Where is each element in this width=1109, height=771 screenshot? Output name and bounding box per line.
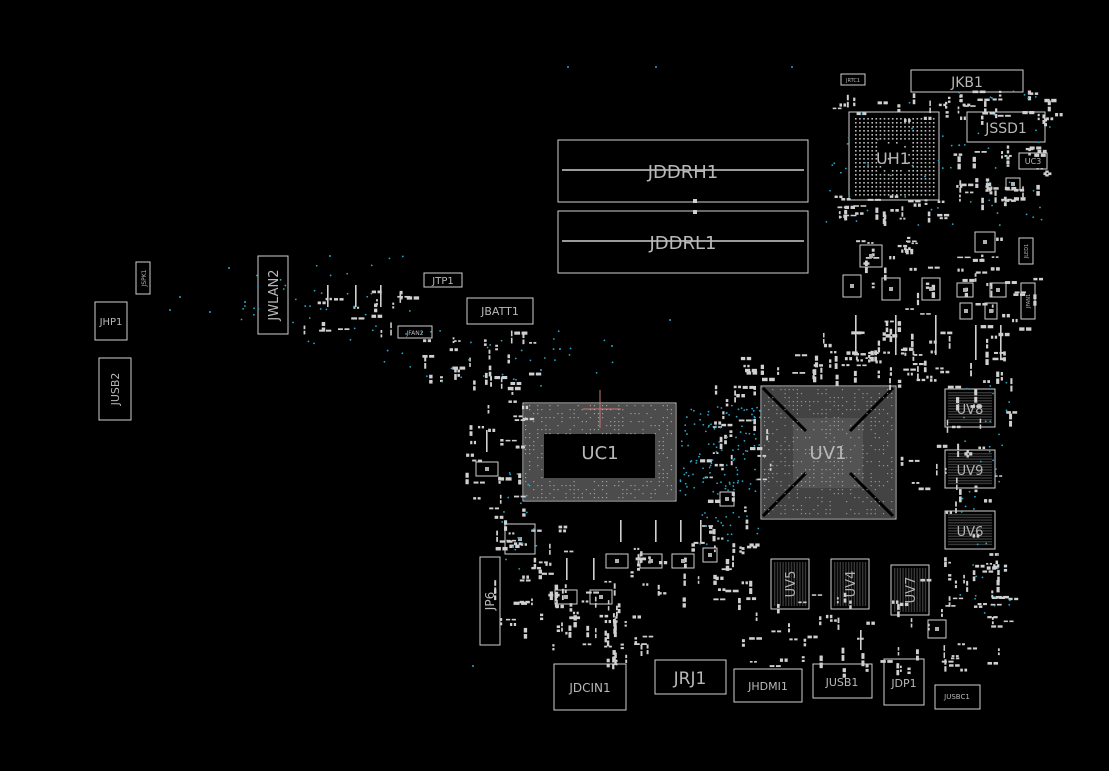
jddrl1-label: JDDRL1 — [648, 233, 716, 254]
uv1-label: UV1 — [810, 443, 847, 464]
jp6-connector[interactable]: JP6 — [479, 556, 501, 646]
jdp1-connector[interactable]: JDP1 — [883, 658, 925, 706]
jrj1-label: JRJ1 — [673, 669, 707, 689]
jusb1-label: JUSB1 — [825, 676, 859, 689]
uv7-label: UV7 — [904, 577, 919, 604]
uv5-label: UV5 — [784, 571, 799, 598]
bga-ball-grids — [525, 118, 992, 612]
jhdmi1-label: JHDMI1 — [747, 680, 788, 693]
jspk1-connector[interactable]: JSPK1 — [135, 261, 151, 295]
uv5-vram[interactable]: UV5 — [770, 558, 810, 610]
jddrh1-label: JDDRH1 — [647, 162, 719, 183]
uv9-vram[interactable]: UV9 — [944, 449, 996, 489]
uv4-vram[interactable]: UV4 — [830, 558, 870, 610]
jusb2-connector[interactable]: JUSB2 — [98, 357, 132, 421]
jusbc1-connector[interactable]: JUSBC1 — [934, 684, 981, 710]
jkb1-connector[interactable]: JKB1 — [910, 69, 1024, 93]
jusb1-connector[interactable]: JUSB1 — [812, 663, 873, 699]
jddrh1-slot[interactable]: JDDRH1 — [557, 139, 809, 203]
via-dots — [169, 66, 1051, 667]
jhp1-connector[interactable]: JHP1 — [94, 301, 128, 341]
jdp1-label: JDP1 — [890, 677, 916, 690]
jhp1-label: JHP1 — [99, 317, 123, 328]
jp6-label: JP6 — [483, 592, 497, 611]
jled1-connector[interactable]: JLED1 — [1018, 237, 1034, 265]
jrj1-connector[interactable]: JRJ1 — [654, 659, 727, 695]
jrtc1-connector[interactable]: JRTC1 — [840, 73, 866, 86]
uc3-chip[interactable]: UC3 — [1018, 152, 1048, 170]
jusb2-label: JUSB2 — [109, 373, 122, 407]
jddrl1-slot[interactable]: JDDRL1 — [557, 210, 809, 274]
jkb1-label: JKB1 — [950, 75, 983, 91]
jfan2-connector[interactable]: JFAN2 — [397, 325, 433, 339]
jtp1-connector[interactable]: JTP1 — [423, 272, 463, 288]
uc1-label: UC1 — [581, 443, 618, 464]
jusbc1-label: JUSBC1 — [943, 693, 970, 701]
jdcin1-connector[interactable]: JDCIN1 — [553, 663, 627, 711]
uv4-label: UV4 — [844, 571, 859, 598]
jhdmi1-connector[interactable]: JHDMI1 — [733, 668, 803, 703]
jspk1-label: JSPK1 — [141, 269, 148, 287]
uv6-label: UV6 — [957, 525, 984, 540]
jdcin1-label: JDCIN1 — [568, 681, 610, 695]
jtp1-label: JTP1 — [431, 276, 453, 287]
jssd1-connector[interactable]: JSSD1 — [966, 111, 1046, 143]
uh1-label: UH1 — [876, 149, 910, 168]
uv1-gpu[interactable]: UV1 — [760, 385, 897, 520]
jled1-label: JLED1 — [1024, 244, 1030, 259]
uc3-label: UC3 — [1025, 157, 1042, 166]
jssd1-label: JSSD1 — [984, 121, 1027, 137]
uv9-label: UV9 — [957, 464, 984, 479]
jfan1-label: JFAN1 — [1026, 294, 1032, 309]
jbatt1-connector[interactable]: JBATT1 — [466, 297, 534, 325]
jfan1-connector[interactable]: JFAN1 — [1020, 282, 1036, 320]
jfan2-label: JFAN2 — [405, 330, 423, 337]
jwlan2-connector[interactable]: JWLAN2 — [257, 255, 289, 335]
jrtc1-label: JRTC1 — [845, 78, 860, 84]
jbatt1-label: JBATT1 — [480, 305, 519, 318]
uv7-vram[interactable]: UV7 — [890, 564, 930, 616]
jwlan2-label: JWLAN2 — [267, 269, 282, 321]
passive-components — [303, 90, 1063, 678]
